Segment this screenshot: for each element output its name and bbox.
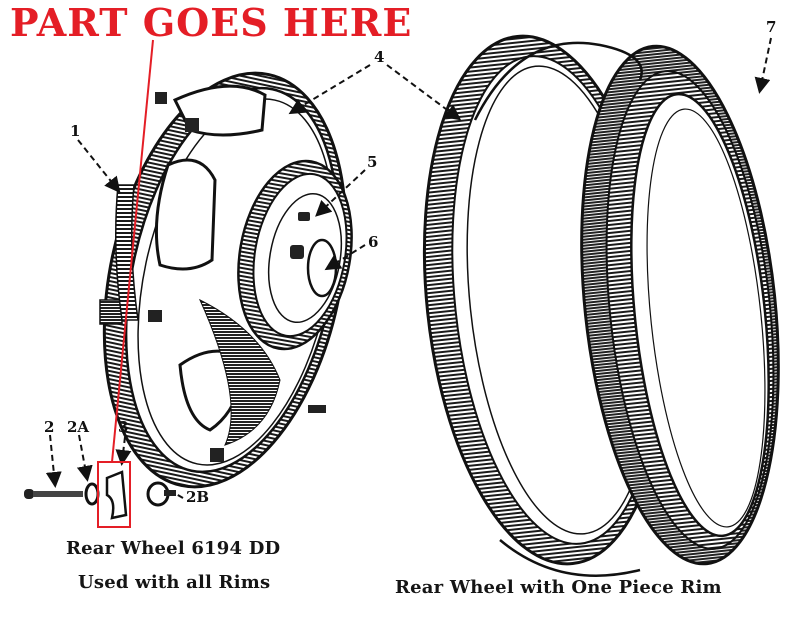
callout-2b: 2B (186, 488, 210, 506)
callout-5: 5 (367, 153, 378, 171)
right-caption: Rear Wheel with One Piece Rim (395, 577, 722, 598)
highlight-box (97, 461, 131, 528)
one-piece-rim (422, 34, 780, 577)
callout-3: 3 (118, 418, 129, 436)
left-caption-line2: Used with all Rims (78, 572, 271, 593)
small-parts (24, 470, 176, 520)
leader-lines (45, 37, 772, 499)
callout-4: 4 (374, 48, 385, 66)
callout-2a: 2A (67, 418, 90, 436)
callout-7: 7 (766, 18, 777, 36)
callout-1: 1 (70, 122, 81, 140)
rear-wheel-disc (99, 71, 353, 489)
left-caption-line1: Rear Wheel 6194 DD (66, 538, 281, 559)
callout-6: 6 (368, 233, 379, 251)
red-annotation (97, 39, 154, 528)
part-goes-here-label: PART GOES HERE (10, 0, 413, 45)
callout-2: 2 (44, 418, 55, 436)
